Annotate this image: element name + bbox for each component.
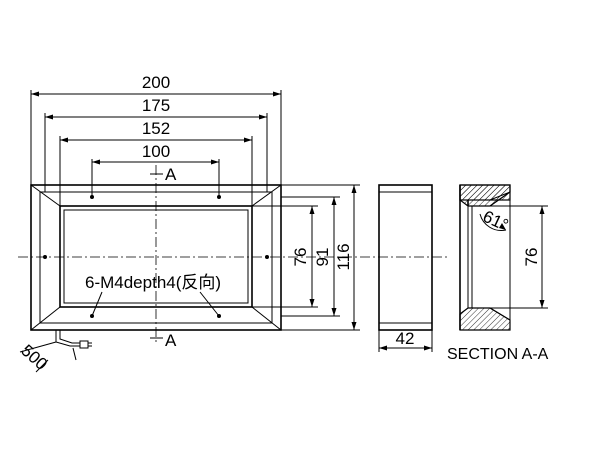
section-mark-top: A <box>165 165 177 184</box>
dim-152: 152 <box>142 119 170 138</box>
dim-76: 76 <box>291 248 310 267</box>
dim-116: 116 <box>334 243 353 270</box>
side-body <box>378 184 433 331</box>
dim-175: 175 <box>142 96 170 115</box>
dim-overall-width: 200 <box>142 73 170 92</box>
section-bottom-profile <box>459 307 511 331</box>
section-mark-bottom: A <box>165 331 177 350</box>
section-view: 61° 76 SECTION A-A <box>447 184 549 363</box>
dim-91: 91 <box>313 248 332 267</box>
dim-100: 100 <box>142 142 170 161</box>
side-view: 42 <box>378 184 433 352</box>
dim-depth: 42 <box>396 329 415 348</box>
angle-label: 61° <box>480 207 511 235</box>
section-title: SECTION A-A <box>447 346 549 363</box>
angle-arc <box>479 213 507 231</box>
hole-note: 6-M4depth4(反向) <box>85 273 221 292</box>
cable-length-label: 500 <box>17 341 51 374</box>
cable <box>55 330 80 347</box>
section-dim-76: 76 <box>522 248 541 267</box>
front-view: A A 500 6-M4depth4(反向) 200 175 <box>17 73 450 374</box>
